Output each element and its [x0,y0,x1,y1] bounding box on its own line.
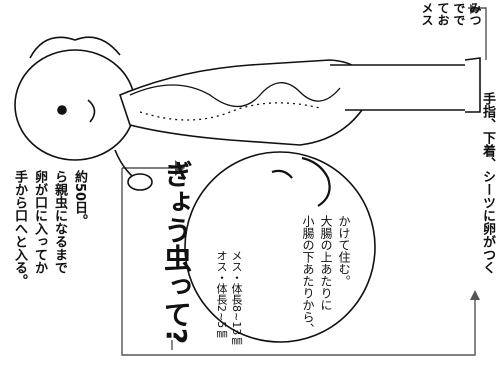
info-habitat-line-1: 小腸の下あたりから、 [300,215,317,335]
info-habitat-line-3: かけて住む。 [336,215,353,287]
top-right-note-line-2: てお [435,2,452,26]
top-right-note-line-3: でで [451,2,468,26]
top-right-note-line-1: メス [419,2,436,26]
person-legs [330,65,470,110]
left-note-line-1: 手から口へと入る。 [10,170,29,287]
top-right-note-line-4: みつ [467,2,484,26]
title-text: ぎょう虫って? [160,160,192,344]
bottom-note: 手指、下着、シーツに卵がつく [478,92,496,274]
left-note-line-4: 約50日。 [70,170,89,227]
person-body [120,60,365,145]
info-habitat-line-2: 大腸の上あたりに [318,215,335,311]
arrow-head-up [470,290,480,300]
person-eye [58,106,66,114]
person-hand [128,174,152,190]
info-size-note-male: オス・体長2~5㎜ [213,250,229,339]
info-size-note-female: メス・体長8~13㎜ [228,250,244,346]
left-note-line-3: ら親虫になるまで [50,170,69,274]
left-note-line-2: 卵が口に入ってか [30,170,49,274]
person-head [15,50,135,160]
